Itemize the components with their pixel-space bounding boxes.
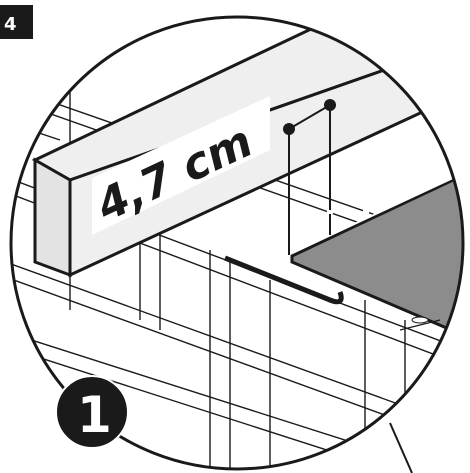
panel <box>224 169 463 341</box>
measurement-guides <box>255 99 375 255</box>
guide-dot-right <box>324 99 336 111</box>
step-badge: 4 <box>0 5 33 39</box>
beam-end-face <box>33 157 72 278</box>
step-badge-number: 4 <box>4 14 17 35</box>
measurement-label-background <box>92 96 270 235</box>
callout-number-badge: 1 <box>55 375 129 449</box>
magnifier-pointer <box>389 422 413 473</box>
guide-dot-left <box>283 123 295 135</box>
panel-top-surface <box>290 169 463 341</box>
step-badge-background <box>0 5 33 39</box>
beam <box>31 18 463 278</box>
panel-bracket <box>224 255 344 305</box>
magnifier-outline <box>9 15 465 471</box>
callout-number: 1 <box>77 386 112 444</box>
